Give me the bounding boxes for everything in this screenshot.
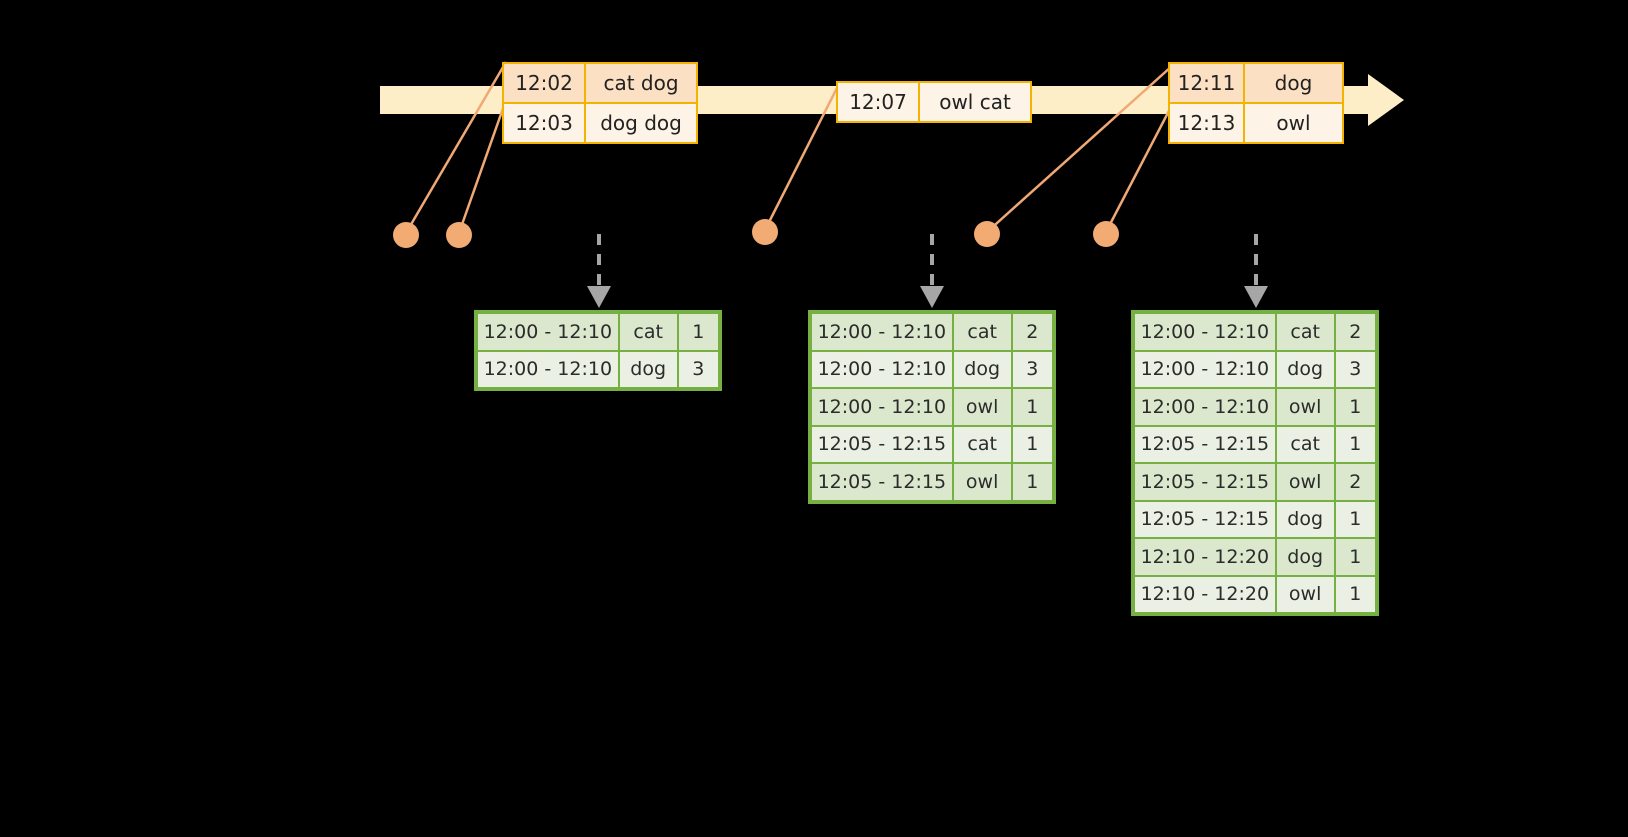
stream-dot-1	[393, 222, 419, 248]
cell-word: dog	[618, 350, 678, 388]
cell-count: 3	[1334, 350, 1376, 388]
cell-window: 12:00 - 12:10	[1134, 350, 1276, 388]
cell-window: 12:00 - 12:10	[811, 313, 953, 351]
cell-word: cat	[1275, 425, 1335, 463]
event-time: 12:02	[504, 64, 587, 102]
event-time: 12:07	[838, 83, 921, 121]
cell-count: 2	[1334, 313, 1376, 351]
cell-word: owl	[1275, 463, 1335, 501]
cell-window: 12:10 - 12:20	[1134, 575, 1276, 613]
cell-window: 12:05 - 12:15	[1134, 500, 1276, 538]
stream-dot-3	[752, 219, 778, 245]
cell-count: 1	[1011, 425, 1053, 463]
cell-count: 1	[1334, 575, 1376, 613]
cell-word: dog	[1275, 500, 1335, 538]
cell-window: 12:10 - 12:20	[1134, 538, 1276, 576]
cell-word: dog	[1275, 538, 1335, 576]
emit-arrow-head-3	[1244, 286, 1268, 308]
cell-word: cat	[1275, 313, 1335, 351]
event-time: 12:03	[504, 104, 587, 142]
event-group-b: 12:07 owl cat	[836, 81, 1032, 123]
event-group-c: 12:11 dog 12:13 owl	[1168, 62, 1344, 144]
emit-arrow-head-1	[587, 286, 611, 308]
cell-count: 1	[677, 313, 719, 351]
cell-word: owl	[1275, 575, 1335, 613]
cell-count: 1	[1334, 500, 1376, 538]
cell-window: 12:00 - 12:10	[1134, 388, 1276, 426]
cell-word: cat	[618, 313, 678, 351]
cell-count: 2	[1334, 463, 1376, 501]
event-time: 12:13	[1170, 104, 1245, 142]
event-time: 12:11	[1170, 64, 1245, 102]
connector-line-5	[1104, 104, 1174, 233]
cell-count: 2	[1011, 313, 1053, 351]
cell-window: 12:05 - 12:15	[1134, 425, 1276, 463]
event-group-a: 12:02 cat dog 12:03 dog dog	[502, 62, 698, 144]
event-words: owl	[1244, 104, 1342, 142]
cell-word: cat	[952, 425, 1012, 463]
event-words: cat dog	[586, 64, 696, 102]
cell-window: 12:00 - 12:10	[477, 350, 619, 388]
stream-dot-2	[446, 222, 472, 248]
cell-count: 1	[1334, 388, 1376, 426]
event-row: 12:13 owl	[1170, 102, 1342, 142]
event-row: 12:11 dog	[1170, 64, 1342, 102]
connector-line-2	[457, 99, 508, 234]
cell-window: 12:05 - 12:15	[811, 425, 953, 463]
cell-window: 12:05 - 12:15	[1134, 463, 1276, 501]
cell-word: owl	[1275, 388, 1335, 426]
cell-word: owl	[952, 388, 1012, 426]
cell-word: dog	[952, 350, 1012, 388]
event-row: 12:07 owl cat	[838, 83, 1030, 121]
cell-count: 1	[1334, 425, 1376, 463]
cell-word: owl	[952, 463, 1012, 501]
event-row: 12:02 cat dog	[504, 64, 696, 102]
stream-dot-5	[1093, 221, 1119, 247]
event-words: owl cat	[920, 83, 1030, 121]
cell-window: 12:00 - 12:10	[477, 313, 619, 351]
event-words: dog dog	[586, 104, 696, 142]
cell-window: 12:05 - 12:15	[811, 463, 953, 501]
cell-count: 3	[1011, 350, 1053, 388]
timeline-arrowhead-icon	[1368, 74, 1404, 126]
emit-arrow-head-2	[920, 286, 944, 308]
cell-window: 12:00 - 12:10	[1134, 313, 1276, 351]
event-words: dog	[1244, 64, 1342, 102]
cell-count: 1	[1011, 463, 1053, 501]
cell-count: 1	[1334, 538, 1376, 576]
cell-count: 1	[1011, 388, 1053, 426]
cell-window: 12:00 - 12:10	[811, 350, 953, 388]
cell-window: 12:00 - 12:10	[811, 388, 953, 426]
event-row: 12:03 dog dog	[504, 102, 696, 142]
timeline-layer	[0, 0, 1628, 300]
cell-word: dog	[1275, 350, 1335, 388]
cell-count: 3	[677, 350, 719, 388]
connector-line-1	[404, 61, 508, 234]
cell-word: cat	[952, 313, 1012, 351]
connector-line-3	[763, 81, 842, 231]
stream-dot-4	[974, 221, 1000, 247]
